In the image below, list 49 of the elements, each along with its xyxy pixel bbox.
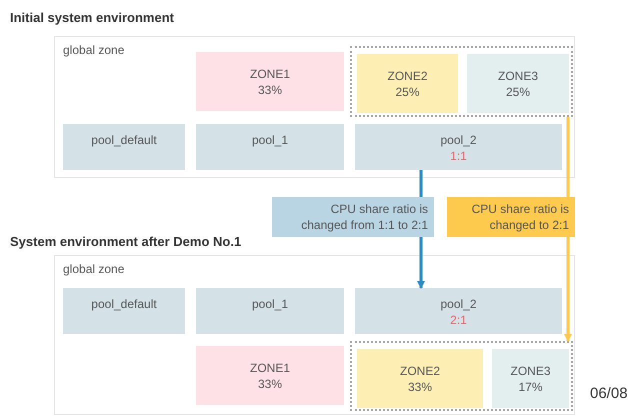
share-ratio: 2:1	[449, 312, 468, 328]
zone-panel	[54, 255, 575, 415]
zone-label: global zone	[63, 43, 124, 57]
zone-name: ZONE2	[386, 68, 428, 84]
zone-box	[357, 349, 483, 408]
zone-box	[492, 349, 569, 408]
zone-name: ZONE3	[509, 362, 552, 378]
pool-box	[355, 124, 562, 170]
pool-name: pool_1	[250, 132, 290, 148]
zone-name: ZONE3	[496, 68, 539, 84]
zone-name: ZONE1	[248, 66, 291, 82]
pool-name: pool_default	[90, 132, 158, 148]
section-heading: System environment after Demo No.1	[10, 234, 242, 249]
zone-label: global zone	[63, 262, 124, 276]
share-ratio: 1:1	[449, 148, 468, 164]
zone-box	[357, 54, 458, 113]
cpu-percentage: 25%	[394, 84, 421, 100]
zone-box	[196, 346, 344, 405]
cpu-percentage: 33%	[256, 376, 284, 392]
pool-box	[196, 124, 344, 170]
arrow	[417, 237, 425, 289]
pool-box	[63, 288, 185, 334]
zone-box	[196, 52, 344, 111]
section-heading: Initial system environment	[10, 10, 174, 25]
dotted-group-box	[350, 46, 573, 117]
page-number: 06/08	[590, 385, 628, 402]
connector-line	[420, 170, 422, 197]
arrow	[564, 237, 572, 342]
cpu-percentage: 17%	[517, 378, 544, 394]
zone-box	[467, 54, 569, 113]
callout-box	[447, 197, 575, 237]
pool-box	[355, 288, 562, 334]
pool-box	[196, 288, 344, 334]
pool-name: pool_2	[439, 132, 478, 148]
callout-text: CPU share ratio is changed to 2:1	[470, 201, 570, 233]
cpu-percentage: 33%	[406, 378, 434, 394]
pool-name: pool_2	[439, 296, 478, 312]
zone-name: ZONE1	[248, 360, 291, 376]
dotted-group-box	[350, 341, 573, 411]
pool-box	[63, 124, 185, 170]
cpu-percentage: 33%	[256, 82, 284, 98]
connector-line	[566, 117, 570, 197]
cpu-percentage: 25%	[504, 84, 532, 100]
callout-text: CPU share ratio is changed from 1:1 to 2:1	[300, 201, 429, 233]
pool-name: pool_1	[250, 296, 290, 312]
pool-name: pool_default	[90, 296, 158, 312]
zone-name: ZONE2	[398, 362, 441, 378]
callout-box	[272, 197, 434, 237]
zone-panel	[54, 36, 575, 178]
